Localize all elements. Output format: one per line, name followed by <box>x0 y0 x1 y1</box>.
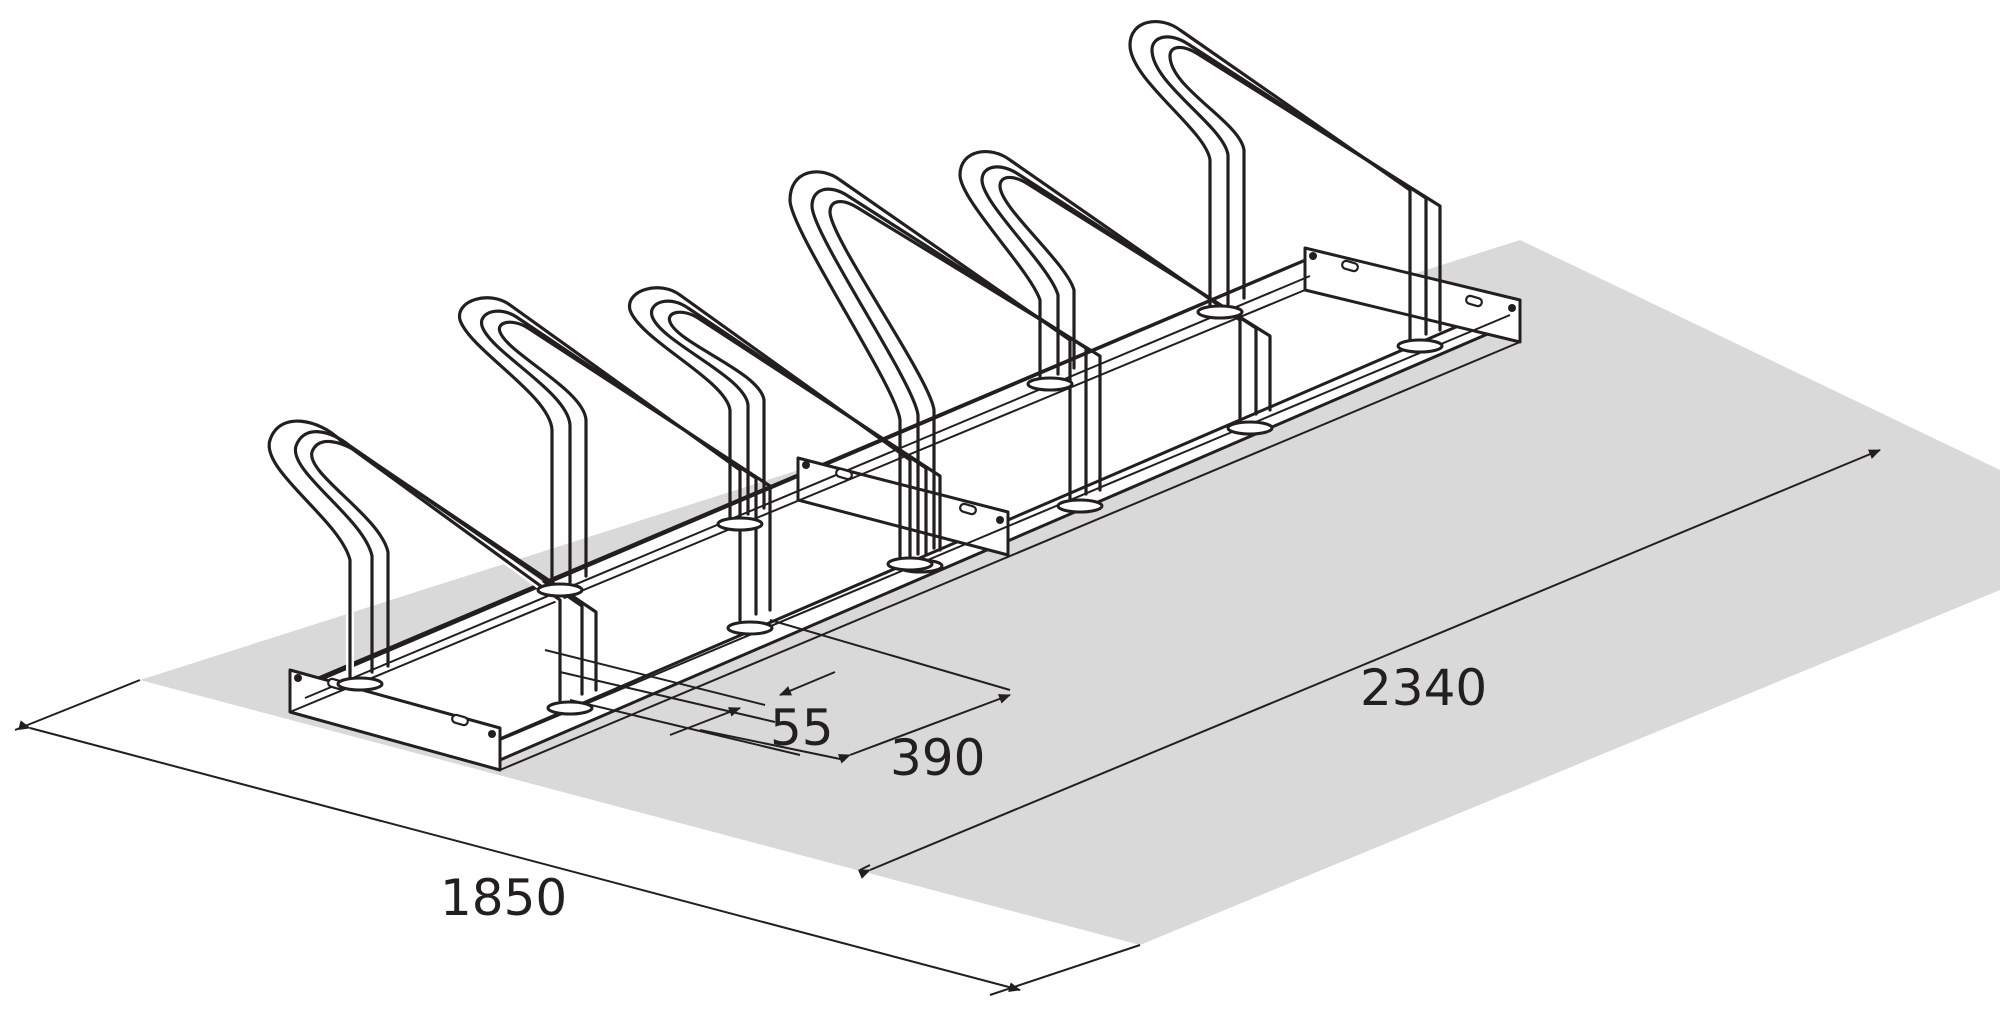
width-dim-line <box>18 720 1021 993</box>
offset-arrow-2 <box>669 707 741 736</box>
offset-dimension-label: 55 <box>770 699 834 757</box>
bike-stands <box>265 20 1444 716</box>
bike-stand-2 <box>458 296 774 636</box>
spacing-dimension-label: 390 <box>890 729 985 787</box>
bike-stand-5 <box>958 150 1274 436</box>
spacing-ext-1 <box>569 699 801 756</box>
spacing-dim-line <box>837 694 1011 764</box>
bike-stand-6 <box>1128 20 1444 354</box>
dimension-lines <box>14 449 1881 996</box>
width-dim-ext-left <box>14 679 141 731</box>
width-dimension-label: 1850 <box>440 869 567 927</box>
length-dim-line <box>857 449 1881 879</box>
spacing-ext-2 <box>769 619 1011 691</box>
offset-arrow-1 <box>779 671 836 696</box>
length-dimension-label: 2340 <box>1360 659 1487 717</box>
offset-ext-1 <box>544 649 766 706</box>
bike-stand-1 <box>265 417 598 716</box>
